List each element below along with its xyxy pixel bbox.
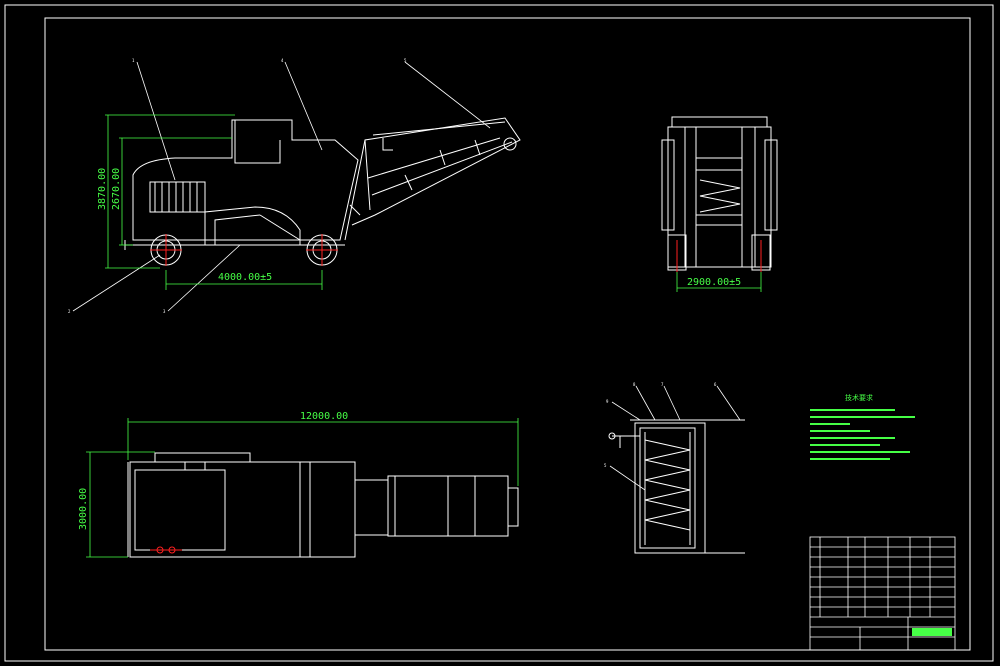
dim-length-overall: 12000.00 (300, 411, 348, 422)
balloon-section-8: 8 (633, 382, 636, 387)
dim-width-track: 2900.00±5 (687, 277, 741, 288)
dim-wheelbase: 4000.00±5 (218, 272, 272, 283)
balloon-side-3: 3 (163, 309, 166, 314)
balloon-section-6: 6 (714, 382, 717, 387)
top-view (127, 452, 519, 558)
balloon-section-7: 7 (661, 382, 664, 387)
top-view-dimensions (86, 418, 519, 558)
drum-section-view (608, 419, 745, 554)
wheel-centers (150, 234, 338, 266)
balloon-side-1: 1 (132, 58, 135, 63)
outer-frame (4, 4, 994, 662)
title-block-name-cell (912, 628, 952, 636)
balloon-section-5: 5 (604, 463, 607, 468)
balloon-side-5: 5 (404, 58, 407, 63)
inner-frame (44, 17, 971, 651)
balloon-side-4: 4 (281, 58, 284, 63)
tech-requirements-lines (810, 409, 915, 460)
balloon-section-9: 9 (606, 399, 609, 404)
balloon-side-2: 2 (68, 309, 71, 314)
dim-height-top: 2670.00 (111, 168, 122, 210)
tech-requirements-title: 技术要求 (845, 393, 873, 402)
top-view-wheel-marks (150, 546, 182, 554)
front-view (661, 116, 778, 271)
side-view-leaders (72, 61, 491, 312)
front-view-dimension (676, 272, 762, 292)
side-view (124, 117, 521, 266)
title-block (809, 536, 956, 651)
side-view-dimensions (105, 114, 323, 290)
front-view-hatch (676, 240, 762, 272)
drum-section-leaders (609, 385, 741, 491)
dim-height-overall: 3870.00 (97, 168, 108, 210)
dim-width-overall: 3000.00 (78, 488, 89, 530)
